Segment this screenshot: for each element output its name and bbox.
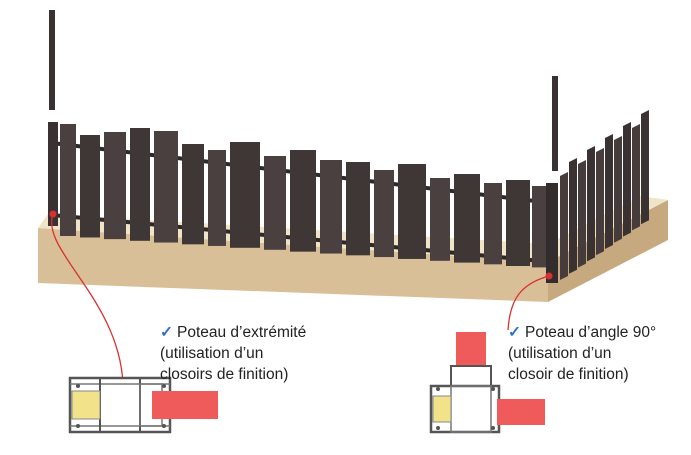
leader-lines — [49, 210, 553, 386]
fence-slat — [208, 150, 226, 246]
end-post-caption-line1: Poteau d’extrémité — [177, 324, 307, 341]
end-post-caption-line3: closoirs de finition) — [160, 366, 289, 383]
fence-slat — [80, 135, 100, 238]
fence-slat — [560, 172, 568, 280]
fence-slat — [614, 136, 622, 243]
fence-slat — [569, 158, 577, 274]
checkmark-icon: ✓ — [160, 324, 173, 341]
fence-slat — [623, 122, 631, 237]
fence-slat — [430, 178, 450, 261]
fence-slat — [264, 156, 286, 250]
fence-slat — [374, 170, 394, 258]
fence-slat — [484, 183, 502, 265]
fence-slat — [532, 186, 546, 268]
fence-slat — [605, 134, 613, 249]
fence-slat — [230, 142, 260, 248]
fence-slat — [454, 174, 480, 263]
corner-post-top — [552, 76, 558, 171]
fence-posts — [48, 10, 558, 283]
fence-slat — [587, 146, 595, 262]
end-post-caption: ✓Poteau d’extrémité (utilisation d’un cl… — [160, 322, 306, 385]
fence-slats-main — [60, 124, 546, 268]
fence-slat — [154, 131, 178, 243]
fence-slat — [104, 132, 126, 240]
fence-slat — [506, 180, 530, 266]
fence-slat — [596, 148, 604, 256]
fence-slats-side — [560, 110, 649, 280]
end-post-profile — [68, 376, 218, 434]
checkmark-icon: ✓ — [508, 324, 521, 341]
fence-slat — [632, 124, 640, 231]
fence-slat — [320, 160, 342, 254]
corner-post — [546, 183, 558, 283]
fence-slat — [398, 164, 426, 259]
end-post — [48, 122, 58, 226]
corner-post-caption-line2: (utilisation d’un — [508, 345, 612, 362]
fence-slat — [578, 160, 586, 268]
fence-slat — [290, 150, 316, 252]
end-post-top — [49, 10, 55, 110]
fence-slat — [346, 162, 370, 256]
fence-slat — [641, 110, 649, 225]
end-post-caption-line2: (utilisation d’un — [160, 345, 264, 362]
corner-post-caption: ✓Poteau d’angle 90° (utilisation d’un cl… — [508, 322, 656, 385]
corner-post-profile — [429, 332, 545, 434]
fence-slat — [60, 124, 76, 236]
fence-slat — [130, 128, 150, 241]
fence-slat — [182, 144, 204, 245]
corner-post-caption-line3: closoir de finition) — [508, 366, 629, 383]
corner-post-caption-line1: Poteau d’angle 90° — [525, 324, 657, 341]
